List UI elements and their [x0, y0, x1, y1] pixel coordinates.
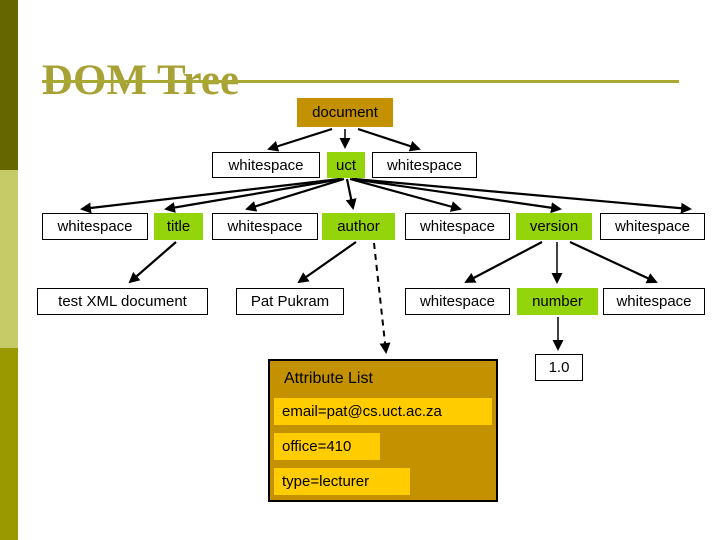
tree-node-whitespace: whitespace	[372, 152, 477, 178]
tree-node-title: title	[154, 213, 203, 240]
tree-node-whitespace: whitespace	[212, 213, 318, 240]
tree-node-whitespace: whitespace	[405, 288, 510, 315]
tree-node-whitespace: whitespace	[212, 152, 320, 178]
sidebar-accent-bottom	[0, 348, 18, 540]
attribute-item-email: email=pat@cs.uct.ac.za	[274, 398, 492, 425]
tree-node-version: version	[516, 213, 592, 240]
tree-node-value-1-0: 1.0	[535, 354, 583, 381]
tree-node-whitespace: whitespace	[42, 213, 148, 240]
tree-node-pat-pukram: Pat Pukram	[236, 288, 344, 315]
title-underline	[42, 80, 679, 83]
attribute-list-title: Attribute List	[284, 370, 373, 387]
attribute-item-type: type=lecturer	[274, 468, 410, 495]
tree-node-whitespace: whitespace	[603, 288, 705, 315]
tree-node-whitespace: whitespace	[600, 213, 705, 240]
tree-node-author: author	[322, 213, 395, 240]
tree-node-whitespace: whitespace	[405, 213, 510, 240]
tree-node-document: document	[297, 98, 393, 127]
sidebar-accent-middle	[0, 170, 18, 348]
tree-node-uct: uct	[327, 152, 365, 178]
tree-node-number: number	[517, 288, 598, 315]
tree-node-test-xml-document: test XML document	[37, 288, 208, 315]
sidebar-accent-top	[0, 0, 18, 170]
attribute-item-office: office=410	[274, 433, 380, 460]
attribute-list-box: Attribute List email=pat@cs.uct.ac.za of…	[268, 359, 498, 502]
